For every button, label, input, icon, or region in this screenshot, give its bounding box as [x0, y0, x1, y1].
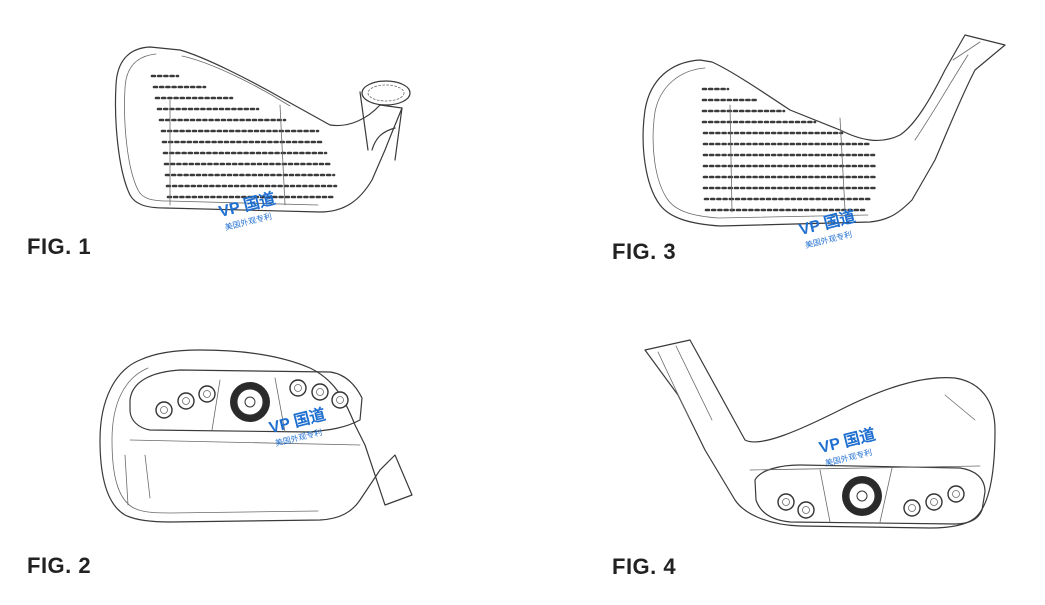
fig4-club-head [644, 339, 996, 529]
fig3-label: FIG. 3 [612, 239, 677, 264]
fig4-screw-weights [777, 476, 965, 519]
fig1-label: FIG. 1 [27, 234, 92, 259]
fig3-club-head [642, 34, 1006, 227]
fig1-face-grooves [150, 74, 338, 199]
fig4-label: FIG. 4 [612, 554, 677, 579]
watermark-logo: VP 国道 美国外观专利 VP 国道 美国外观专利 VP 国道 美国外观专利 V… [217, 189, 878, 468]
fig2-label: FIG. 2 [27, 553, 92, 578]
fig2-club-head [99, 349, 413, 523]
fig1-club-head [114, 46, 411, 213]
fig2-screw-weights [155, 379, 349, 422]
fig3-face-grooves [701, 87, 878, 212]
